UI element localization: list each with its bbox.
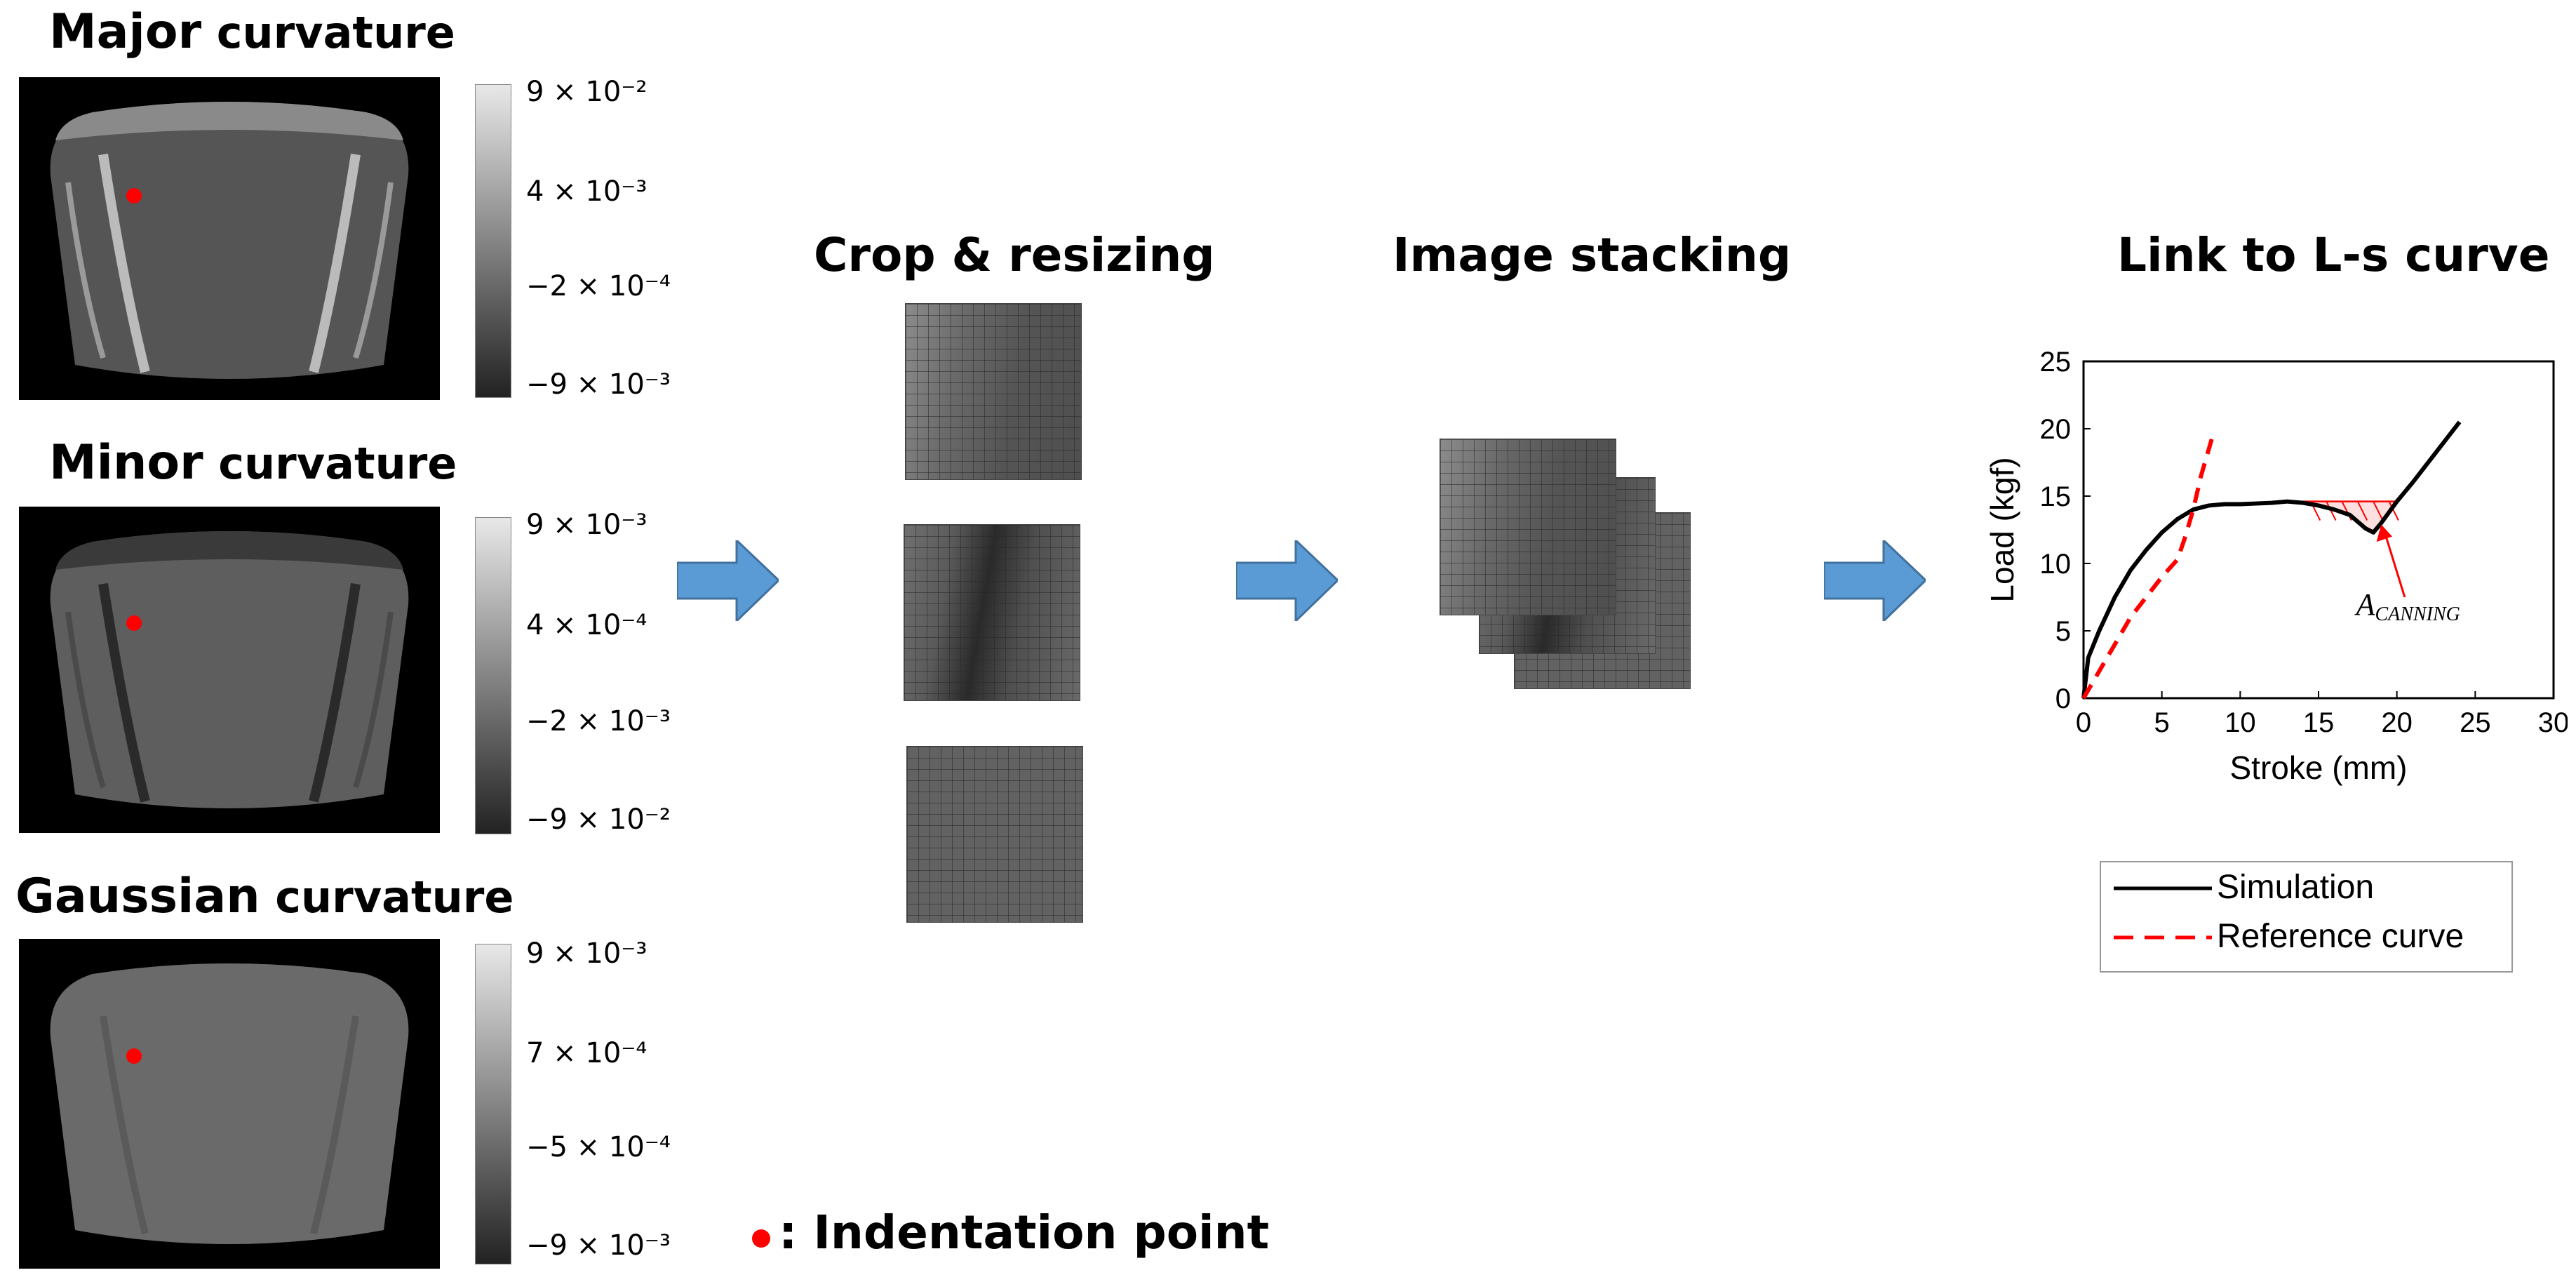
gaussian-colorbar (475, 944, 511, 1264)
x-tick-label: 20 (2381, 707, 2413, 738)
legend-simulation-label: Simulation (2217, 869, 2375, 906)
chart-legend: Simulation Reference curve (2100, 861, 2513, 973)
major-curvature-image (19, 77, 440, 400)
minor-colorbar-label-3: −2 × 10⁻³ (526, 705, 671, 737)
indentation-legend-label: : Indentation point (779, 1206, 1270, 1260)
x-tick-label: 0 (2076, 707, 2091, 738)
minor-colorbar-label-2: 4 × 10⁻⁴ (526, 609, 648, 641)
canning-hatch (2356, 501, 2368, 521)
gaussian-title-rest: curvature (260, 872, 514, 923)
minor-curvature-title: Minor curvature (49, 435, 457, 490)
image-stacking-title: Image stacking (1393, 228, 1792, 282)
major-colorbar-label-1: 9 × 10⁻² (526, 76, 648, 108)
y-tick-label: 15 (2040, 481, 2072, 512)
annotation-arrow-line (2383, 530, 2406, 598)
y-tick-label: 0 (2055, 683, 2071, 714)
arrow-icon (1824, 540, 1926, 621)
y-tick-label: 10 (2040, 549, 2072, 580)
major-title-rest: curvature (201, 7, 455, 58)
major-colorbar (475, 84, 511, 398)
y-axis-title: Load (kgf) (1984, 457, 2020, 602)
arrow-icon (677, 540, 779, 621)
x-axis-title: Stroke (mm) (2230, 749, 2408, 786)
minor-title-word: Minor (49, 435, 203, 490)
minor-curvature-image (19, 507, 440, 833)
indentation-point-marker (126, 1048, 142, 1064)
gaussian-colorbar-label-3: −5 × 10⁻⁴ (526, 1131, 671, 1163)
gaussian-curvature-image (19, 939, 440, 1269)
stacked-patch-front (1440, 439, 1616, 615)
cropped-patch-minor (904, 524, 1080, 701)
gaussian-title-word: Gaussian (15, 869, 260, 924)
link-curve-title: Link to L-s curve (2117, 228, 2550, 282)
gaussian-colorbar-label-2: 7 × 10⁻⁴ (526, 1037, 648, 1069)
x-tick-label: 15 (2303, 707, 2335, 738)
gaussian-colorbar-label-1: 9 × 10⁻³ (526, 937, 648, 970)
major-title-word: Major (49, 4, 202, 60)
annotation-arrow-head (2376, 524, 2392, 542)
x-tick-label: 5 (2154, 707, 2170, 738)
indentation-point-marker (126, 615, 142, 631)
y-tick-label: 20 (2040, 414, 2072, 445)
canning-hatch (2388, 501, 2399, 521)
major-colorbar-label-4: −9 × 10⁻³ (526, 368, 671, 401)
minor-colorbar-label-1: 9 × 10⁻³ (526, 509, 648, 541)
arrow-icon (1236, 540, 1338, 621)
minor-title-rest: curvature (203, 438, 457, 489)
cropped-patch-gaussian (906, 746, 1083, 923)
plot-frame (2082, 360, 2555, 700)
major-colorbar-label-2: 4 × 10⁻³ (526, 175, 648, 208)
simulation-curve (2081, 420, 2462, 699)
cropped-patch-major (905, 303, 1082, 480)
reference-curve (2081, 432, 2216, 700)
major-curvature-title: Major curvature (49, 4, 455, 60)
crop-resizing-title: Crop & resizing (814, 228, 1215, 282)
x-tick-label: 30 (2538, 707, 2568, 738)
major-colorbar-label-3: −2 × 10⁻⁴ (526, 270, 671, 302)
x-tick-label: 25 (2460, 707, 2491, 738)
indentation-legend-dot (752, 1229, 770, 1248)
canning-annotation: ACANNING (2354, 587, 2460, 625)
y-tick-label: 25 (2040, 347, 2072, 378)
legend-reference-label: Reference curve (2217, 918, 2464, 955)
legend-reference-swatch (2114, 935, 2212, 940)
indentation-point-marker (126, 188, 142, 203)
minor-colorbar-label-4: −9 × 10⁻² (526, 803, 671, 836)
legend-simulation-swatch (2114, 886, 2212, 890)
y-tick-label: 5 (2055, 616, 2071, 647)
canning-hatch (2373, 501, 2384, 521)
x-tick-label: 10 (2225, 707, 2256, 738)
minor-colorbar (475, 517, 511, 834)
gaussian-colorbar-label-4: −9 × 10⁻³ (526, 1229, 671, 1262)
gaussian-curvature-title: Gaussian curvature (15, 869, 514, 924)
